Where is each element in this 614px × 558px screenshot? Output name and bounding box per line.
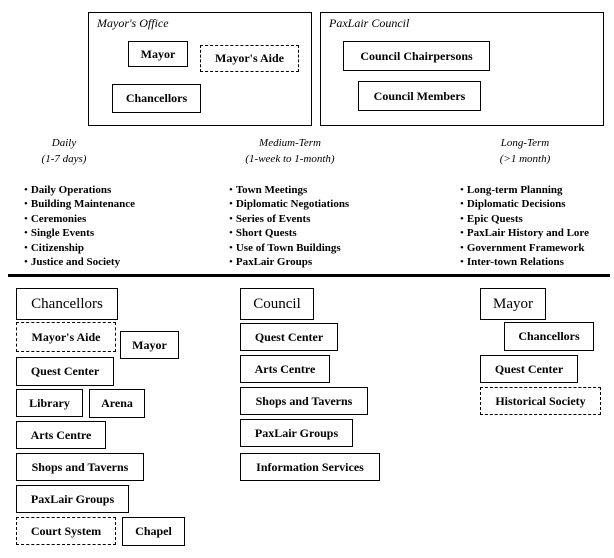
list-item: Series of Events bbox=[229, 212, 349, 226]
list-item: Diplomatic Decisions bbox=[460, 197, 589, 211]
list-item: Daily Operations bbox=[24, 183, 135, 197]
list-item: Citizenship bbox=[24, 241, 135, 255]
chancellors-quest-center-box: Quest Center bbox=[16, 357, 114, 386]
council-chairpersons-box: Council Chairpersons bbox=[343, 41, 490, 71]
list-item: Justice and Society bbox=[24, 255, 135, 269]
daily-task-list: Daily Operations Building Maintenance Ce… bbox=[24, 183, 135, 269]
list-item: PaxLair History and Lore bbox=[460, 226, 589, 240]
list-item: Town Meetings bbox=[229, 183, 349, 197]
mayors-office-title: Mayor's Office bbox=[97, 16, 169, 30]
long-term-task-list: Long-term Planning Diplomatic Decisions … bbox=[460, 183, 589, 269]
council-title: PaxLair Council bbox=[329, 16, 410, 30]
mayor-quest-center-box: Quest Center bbox=[480, 355, 578, 383]
list-item: Government Framework bbox=[460, 241, 589, 255]
arena-box: Arena bbox=[89, 389, 145, 418]
council-frame: PaxLair Council bbox=[320, 12, 604, 126]
mayors-office-frame: Mayor's Office bbox=[88, 12, 312, 126]
phase-title: Medium-Term bbox=[259, 137, 321, 149]
section-divider bbox=[8, 274, 610, 277]
phase-range: (>1 month) bbox=[499, 153, 551, 165]
council-quest-center-box: Quest Center bbox=[240, 323, 338, 351]
council-heading-box: Council bbox=[240, 288, 314, 320]
list-item: Single Events bbox=[24, 226, 135, 240]
council-members-box: Council Members bbox=[358, 81, 481, 111]
phase-title: Daily bbox=[51, 137, 77, 149]
list-item: Ceremonies bbox=[24, 212, 135, 226]
library-box: Library bbox=[16, 389, 83, 417]
phase-long-heading: Long-Term (>1 month) bbox=[475, 135, 575, 167]
list-item: Building Maintenance bbox=[24, 197, 135, 211]
phase-medium-heading: Medium-Term (1-week to 1-month) bbox=[220, 135, 360, 167]
phase-range: (1-week to 1-month) bbox=[245, 153, 335, 165]
court-system-box: Court System bbox=[16, 517, 116, 545]
chancellors-mayor-box: Mayor bbox=[120, 331, 179, 359]
medium-term-task-list: Town Meetings Diplomatic Negotiations Se… bbox=[229, 183, 349, 269]
chancellors-mayors-aide-box: Mayor's Aide bbox=[16, 322, 116, 352]
list-item: Diplomatic Negotiations bbox=[229, 197, 349, 211]
list-item: Long-term Planning bbox=[460, 183, 589, 197]
list-item: PaxLair Groups bbox=[229, 255, 349, 269]
list-item: Inter-town Relations bbox=[460, 255, 589, 269]
council-shops-taverns-box: Shops and Taverns bbox=[240, 387, 368, 415]
council-paxlair-groups-box: PaxLair Groups bbox=[240, 419, 353, 447]
mayors-aide-box: Mayor's Aide bbox=[200, 45, 299, 72]
phase-range: (1-7 days) bbox=[41, 153, 87, 165]
list-item: Use of Town Buildings bbox=[229, 241, 349, 255]
chapel-box: Chapel bbox=[122, 517, 185, 546]
list-item: Epic Quests bbox=[460, 212, 589, 226]
list-item: Short Quests bbox=[229, 226, 349, 240]
chancellors-paxlair-groups-box: PaxLair Groups bbox=[16, 485, 129, 513]
chancellors-box: Chancellors bbox=[112, 84, 201, 113]
historical-society-box: Historical Society bbox=[480, 387, 601, 415]
council-arts-centre-box: Arts Centre bbox=[240, 355, 330, 383]
information-services-box: Information Services bbox=[240, 453, 380, 481]
chancellors-shops-taverns-box: Shops and Taverns bbox=[16, 453, 144, 481]
phase-daily-heading: Daily (1-7 days) bbox=[14, 135, 114, 167]
mayor-box: Mayor bbox=[128, 41, 188, 67]
phase-title: Long-Term bbox=[500, 137, 550, 149]
chancellors-arts-centre-box: Arts Centre bbox=[16, 421, 106, 449]
mayor-chancellors-box: Chancellors bbox=[504, 322, 594, 351]
mayor-heading-box: Mayor bbox=[480, 288, 546, 320]
chancellors-heading-box: Chancellors bbox=[16, 288, 118, 320]
